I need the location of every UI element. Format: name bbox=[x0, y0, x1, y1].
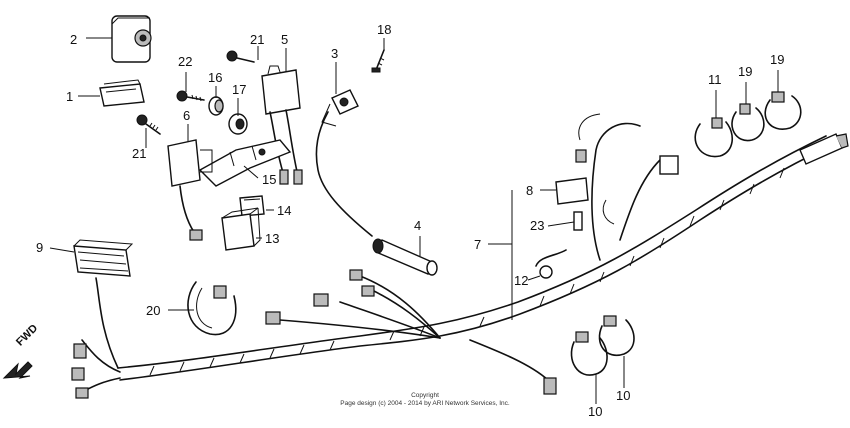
part-10-clamp-right bbox=[598, 315, 635, 357]
part-16-collar bbox=[208, 96, 224, 116]
callout-20: 20 bbox=[146, 303, 160, 318]
callout-10: 10 bbox=[616, 388, 630, 403]
callout-12: 12 bbox=[514, 273, 528, 288]
callout-11: 11 bbox=[708, 72, 722, 87]
callout-2: 2 bbox=[70, 32, 77, 47]
callout-5: 5 bbox=[281, 32, 288, 47]
part-20-clamp bbox=[187, 281, 237, 336]
callout-23: 23 bbox=[530, 218, 544, 233]
callout-16: 16 bbox=[208, 70, 222, 85]
callout-13: 13 bbox=[265, 231, 279, 246]
callout-17: 17 bbox=[232, 82, 246, 97]
callout-labels: 2 1 21 21 22 16 17 5 3 18 6 15 14 13 4 9… bbox=[36, 22, 784, 419]
callout-10: 10 bbox=[588, 404, 602, 419]
part-2-unit bbox=[111, 15, 152, 63]
copyright-line-1: Copyright bbox=[411, 392, 439, 399]
callout-18: 18 bbox=[377, 22, 391, 37]
part-17-grommet bbox=[228, 113, 248, 135]
part-19-clamp-right bbox=[764, 91, 802, 130]
callout-9: 9 bbox=[36, 240, 43, 255]
callout-21: 21 bbox=[250, 32, 264, 47]
callout-22: 22 bbox=[178, 54, 192, 69]
callout-7: 7 bbox=[474, 237, 481, 252]
part-10-clamp-left bbox=[570, 331, 608, 376]
copyright-notice: Copyright Page design (c) 2004 - 2014 by… bbox=[0, 392, 850, 408]
part-19-clamp-left bbox=[731, 103, 765, 142]
main-wire-harness bbox=[71, 113, 849, 399]
part-21-bolt-upper bbox=[226, 50, 255, 63]
part-18-screw bbox=[371, 49, 385, 73]
part-1-cover bbox=[99, 79, 145, 107]
callout-8: 8 bbox=[526, 183, 533, 198]
part-11-clamp bbox=[694, 117, 733, 158]
copyright-line-2: Page design (c) 2004 - 2014 by ARI Netwo… bbox=[340, 400, 510, 407]
callout-15: 15 bbox=[262, 172, 276, 187]
part-4-boot bbox=[372, 238, 438, 276]
callout-19: 19 bbox=[770, 52, 784, 67]
callout-3: 3 bbox=[331, 46, 338, 61]
part-15-bracket bbox=[198, 139, 292, 187]
callout-1: 1 bbox=[66, 89, 73, 104]
forward-arrow-icon bbox=[2, 361, 33, 379]
part-9-connector-block bbox=[73, 239, 134, 277]
callout-14: 14 bbox=[277, 203, 291, 218]
part-13-relay bbox=[221, 207, 261, 251]
leader-lines bbox=[49, 37, 779, 404]
part-3-switch bbox=[315, 89, 373, 237]
callout-21: 21 bbox=[132, 146, 146, 161]
callout-4: 4 bbox=[414, 218, 421, 233]
part-5-regulator bbox=[261, 65, 303, 185]
callout-19: 19 bbox=[738, 64, 752, 79]
part-21-bolt-lower bbox=[136, 114, 161, 135]
part-22-bolt bbox=[176, 90, 205, 102]
part-6-rectifier bbox=[167, 139, 213, 241]
callout-6: 6 bbox=[183, 108, 190, 123]
